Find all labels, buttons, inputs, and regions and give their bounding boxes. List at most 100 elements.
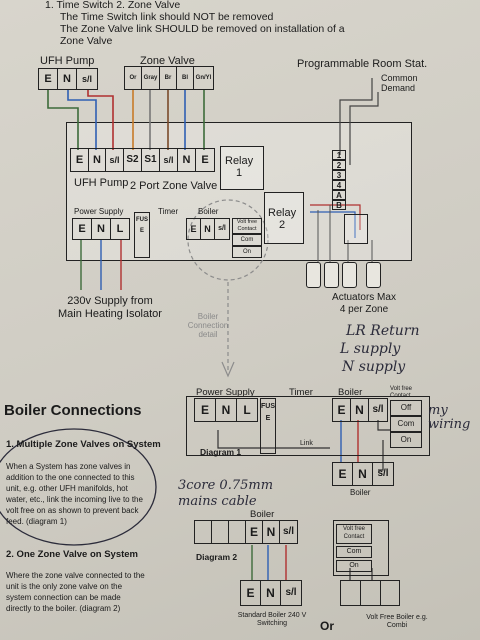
d1-power-terminals: E N L [194, 398, 260, 422]
board-zone-valve-label: 2 Port Zone Valve [130, 180, 218, 192]
section-2-text: Where the zone valve connected to the un… [6, 571, 145, 614]
actuator-3 [342, 262, 357, 288]
board-term-s1: S1 [141, 148, 160, 172]
relay-1: Relay 1 [220, 146, 264, 190]
board-term-s2: S2 [123, 148, 142, 172]
stat-term-3: 3 [332, 170, 346, 180]
board-fuse: FUSE [134, 212, 150, 258]
board-boiler-n: N [200, 218, 215, 240]
board-terminal-block: E N s/l S2 S1 s/l N E [70, 148, 218, 172]
actuator-2 [324, 262, 339, 288]
d2-volt-free-boiler-block [340, 580, 400, 606]
boiler-connections-title: Boiler Connections [4, 402, 142, 419]
d2-sb-n: N [260, 580, 281, 606]
hand-note-lr-return: LR Return [346, 323, 420, 339]
header-note-3: Zone Valve [60, 35, 113, 47]
standard-boiler-caption: Standard Boiler 240 V Switching [237, 612, 307, 628]
d1-boiler-label: Boiler [338, 387, 363, 398]
d1-on: On [390, 432, 422, 448]
board-boiler-e: E [186, 218, 201, 240]
zone-valve-terminal-block: Or Gray Br Bl Gn/Yl [124, 66, 214, 90]
or-label: Or [320, 619, 335, 633]
relay-2: Relay 2 [264, 192, 304, 244]
boiler-connection-detail: Boiler Connection detail [187, 312, 229, 340]
d1-link-label: Link [300, 440, 313, 447]
diagram-2-label: Diagram 2 [196, 552, 238, 562]
stat-term-1: 1 [332, 150, 346, 160]
d1-boiler-block-sl: s/l [372, 462, 394, 486]
relay-1-label: Relay 1 [225, 155, 254, 180]
section-1-text: When a System has zone valves in additio… [6, 462, 143, 527]
d2-volt-free-outline [333, 520, 389, 576]
hand-my-wiring: my wiring [428, 403, 471, 433]
d2-term-n: N [262, 520, 280, 544]
board-term-sl-2: s/l [159, 148, 178, 172]
d1-power-supply-label: Power Supply [196, 387, 255, 398]
d1-boiler-terminals: E N s/l [332, 398, 388, 422]
d2-sb-e: E [240, 580, 261, 606]
d2-on: On [336, 560, 372, 572]
board-boiler-label: Boiler [198, 207, 219, 216]
diagram-1-label: Diagram 1 [200, 447, 242, 457]
board-term-n-2: N [177, 148, 196, 172]
hand-note-l-supply: L supply [340, 341, 401, 357]
section-1-title: 1. Multiple Zone Valves on System [6, 439, 161, 450]
hand-cable-note: 3core 0.75mm mains cable [178, 478, 274, 510]
zv-term-gnyl: Gn/Yl [193, 66, 214, 90]
d2-terminals: E N s/l [194, 520, 298, 544]
d2-boiler-label: Boiler [250, 509, 275, 520]
supply-label: 230v Supply from Main Heating Isolator [58, 295, 162, 321]
d1-boiler-block-e: E [332, 462, 353, 486]
ufh-pump-terminal-block: E N s/l [38, 68, 98, 90]
board-ufh-pump-label: UFH Pump [74, 177, 129, 189]
board-on: On [232, 246, 262, 258]
board-power-terminals: E N L [72, 218, 132, 240]
board-boiler-terminals: E N s/l [186, 218, 230, 240]
d1-boiler-caption: Boiler [350, 488, 371, 497]
ufh-pump-label: UFH Pump [40, 55, 95, 67]
stat-terminal-strip: 1 2 3 4 A B [332, 150, 346, 210]
board-power-n: N [91, 218, 111, 240]
d2-blank-1 [194, 520, 212, 544]
board-power-l: L [110, 218, 130, 240]
d1-power-l: L [236, 398, 258, 422]
d2-vfb-1 [340, 580, 361, 606]
d1-boiler-block: E N s/l [332, 462, 394, 486]
d1-fuse: FUSE [260, 398, 276, 454]
stat-term-4: 4 [332, 180, 346, 190]
stat-term-b: B [332, 200, 346, 210]
d1-boiler-block-n: N [352, 462, 373, 486]
d2-blank-2 [211, 520, 229, 544]
d2-vfb-3 [380, 580, 400, 606]
ufh-term-sl: s/l [76, 68, 98, 90]
d2-com: Com [336, 546, 372, 558]
d1-boiler-sl: s/l [368, 398, 388, 422]
d2-volt-free-label: Volt free Contact [336, 524, 372, 544]
zone-valve-label: Zone Valve [140, 55, 195, 67]
d2-blank-3 [228, 520, 246, 544]
board-timer-label: Timer [158, 207, 179, 216]
actuator-1 [306, 262, 321, 288]
d1-volt-free-label: Volt free Contact [390, 386, 413, 399]
demand-label: Demand [381, 83, 416, 93]
header-list-line: 1. Time Switch 2. Zone Valve [45, 0, 181, 11]
d1-off: Off [390, 400, 422, 416]
hand-note-n-supply: N supply [342, 359, 406, 375]
d1-com: Com [390, 416, 422, 432]
d2-sb-sl: s/l [280, 580, 302, 606]
relay-2-label: Relay 2 [268, 207, 297, 232]
board-term-e-2: E [195, 148, 215, 172]
d2-term-e: E [245, 520, 263, 544]
board-term-n: N [88, 148, 106, 172]
volt-free-boiler-caption: Volt Free Boiler e.g. Combi [366, 614, 428, 630]
stat-term-a: A [332, 190, 346, 200]
room-stat-label: Programmable Room Stat. [297, 58, 428, 70]
board-com: Com [232, 234, 262, 246]
actuators-group [306, 262, 386, 288]
d2-standard-boiler-block: E N s/l [240, 580, 302, 606]
board-boiler-sl: s/l [214, 218, 230, 240]
actuator-relay-block [344, 214, 368, 244]
board-power-e: E [72, 218, 92, 240]
d1-timer-label: Timer [289, 387, 313, 398]
